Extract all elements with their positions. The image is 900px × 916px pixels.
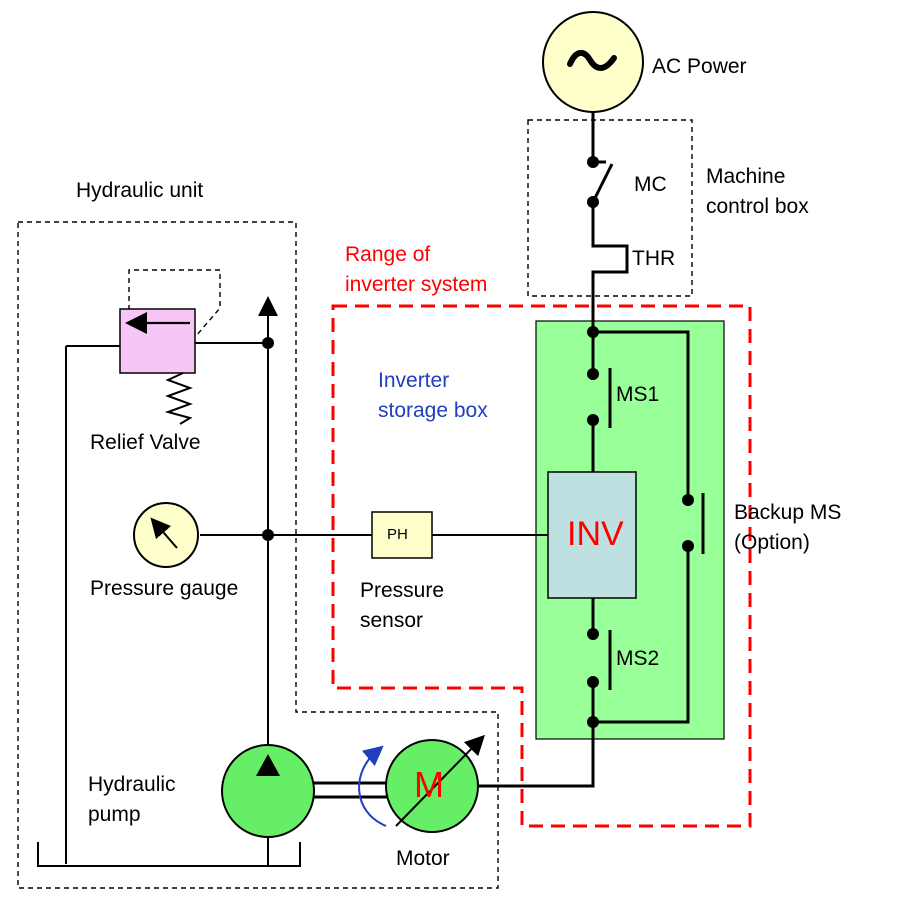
mc-label: MC bbox=[634, 173, 667, 196]
hydraulic-unit-label: Hydraulic unit bbox=[76, 179, 204, 202]
ms2-contact-top bbox=[587, 628, 599, 640]
thr-element bbox=[591, 202, 629, 332]
machine-control-box-enclosure bbox=[527, 119, 693, 297]
relief-valve bbox=[119, 308, 196, 374]
hydraulic-tank bbox=[37, 842, 301, 867]
backup-ms-contact-bottom bbox=[682, 540, 694, 552]
ms2-label: MS2 bbox=[616, 647, 660, 670]
pump-triangle-icon bbox=[256, 754, 280, 776]
backup-ms-label: Backup MS (Option) bbox=[734, 501, 842, 554]
ac-sine-icon bbox=[567, 50, 617, 71]
mc-switch-blade bbox=[591, 163, 614, 203]
hydraulic-pump bbox=[221, 744, 315, 838]
ph-label: PH bbox=[387, 526, 408, 543]
hydraulic-pump-label: Hydraulic pump bbox=[88, 773, 176, 826]
junction-valve bbox=[262, 337, 274, 349]
pressure-sensor-label: Pressure sensor bbox=[360, 579, 445, 632]
inv-label: INV bbox=[567, 515, 624, 553]
ms1-contact-top bbox=[587, 368, 599, 380]
pressure-sensor-ph-box bbox=[371, 511, 433, 559]
ms1-label: MS1 bbox=[616, 383, 660, 406]
motor bbox=[385, 739, 479, 833]
relief-valve-label: Relief Valve bbox=[90, 431, 201, 454]
pressure-gauge-label: Pressure gauge bbox=[90, 577, 239, 600]
spring-icon bbox=[164, 372, 193, 425]
rotation-arrow-icon bbox=[358, 745, 387, 827]
thr-label: THR bbox=[632, 247, 676, 270]
backup-ms-bypass-line bbox=[593, 330, 690, 724]
relief-valve-pilot-line bbox=[128, 269, 221, 337]
machine-control-box-label: Machine control box bbox=[706, 165, 809, 218]
range-of-inverter-system-label: Range of inverter system bbox=[345, 243, 488, 296]
motor-variable-arrow-icon bbox=[395, 734, 485, 827]
motor-symbol-label: M bbox=[414, 764, 444, 805]
gauge-needle-icon bbox=[150, 517, 178, 549]
inv-box bbox=[547, 471, 637, 599]
motor-label: Motor bbox=[396, 847, 450, 870]
inverter-storage-box-label: Inverter storage box bbox=[378, 369, 488, 422]
backup-ms-contact-top bbox=[682, 494, 694, 506]
motor-supply-line bbox=[478, 722, 595, 788]
ac-power-label: AC Power bbox=[652, 55, 747, 78]
